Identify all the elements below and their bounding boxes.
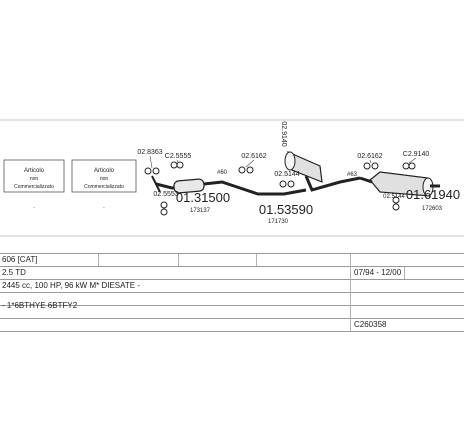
row-divider	[0, 318, 464, 319]
part-label-p1: 02.8363	[137, 149, 162, 156]
note-1-line2: non	[30, 176, 39, 182]
row-divider	[0, 279, 464, 280]
vehicle-engine: 2.5 TD	[2, 268, 26, 277]
vehicle-date-range: 07/94 - 12/00	[354, 268, 402, 277]
row-divider	[0, 305, 464, 306]
part-label-p9: 01.53590	[259, 202, 313, 217]
vehicle-body-codes: - 1*6BTHYE 6BTFY2	[2, 301, 78, 310]
part-label-p17: 172603	[422, 206, 443, 212]
note-1-line3: Commercializzato	[14, 184, 54, 190]
note-2-line3: Commercializzato	[84, 184, 124, 190]
part-label-p15: 02.5144	[383, 194, 405, 200]
svg-text:.: .	[103, 204, 105, 210]
note-box-1: Articolo non Commercializzato .	[3, 159, 65, 210]
column-divider	[404, 267, 405, 279]
part-label-p8: 02.5144	[274, 171, 299, 178]
row-divider	[0, 292, 464, 293]
part-label-p14: C2.9140	[403, 151, 430, 158]
leader-lines	[149, 155, 417, 169]
row-divider	[0, 266, 464, 267]
part-label-p4: #60	[217, 170, 228, 176]
column-divider	[256, 254, 257, 266]
part-label-p10: 171730	[268, 219, 289, 225]
svg-text:.: .	[33, 204, 35, 210]
column-divider	[178, 254, 179, 266]
part-label-p7: 02.6162	[241, 153, 266, 160]
part-label-p11: 02.9140	[280, 121, 287, 146]
part-label-p13: 02.6162	[357, 153, 382, 160]
note-2-line2: non	[100, 176, 109, 182]
part-label-p2: C2.5555	[165, 153, 192, 160]
note-2-line1: Articolo	[94, 168, 115, 174]
exhaust-pipe-drawing	[151, 150, 440, 197]
column-divider	[98, 254, 99, 266]
part-label-p12: #63	[347, 172, 358, 178]
part-labels: 02.8363 C2.5555 02.5553 #60 01.31500 173…	[137, 121, 460, 225]
vehicle-model: 606 [CAT]	[2, 255, 38, 264]
part-label-p6: 173137	[190, 208, 211, 214]
row-divider	[0, 331, 464, 332]
hanger-clamp-icons	[144, 161, 416, 216]
part-label-p5: 01.31500	[176, 190, 230, 205]
row-divider	[0, 253, 464, 254]
part-label-p16: 01.61940	[406, 187, 460, 202]
note-1-line1: Articolo	[24, 168, 45, 174]
column-divider	[350, 254, 351, 331]
vehicle-specs: 2445 cc, 100 HP, 96 kW M* DIESATE -	[2, 281, 140, 290]
part-label-p3: 02.5553	[153, 191, 178, 198]
note-box-2: Articolo non Commercializzato .	[71, 159, 137, 210]
catalog-code: C260358	[354, 320, 387, 329]
